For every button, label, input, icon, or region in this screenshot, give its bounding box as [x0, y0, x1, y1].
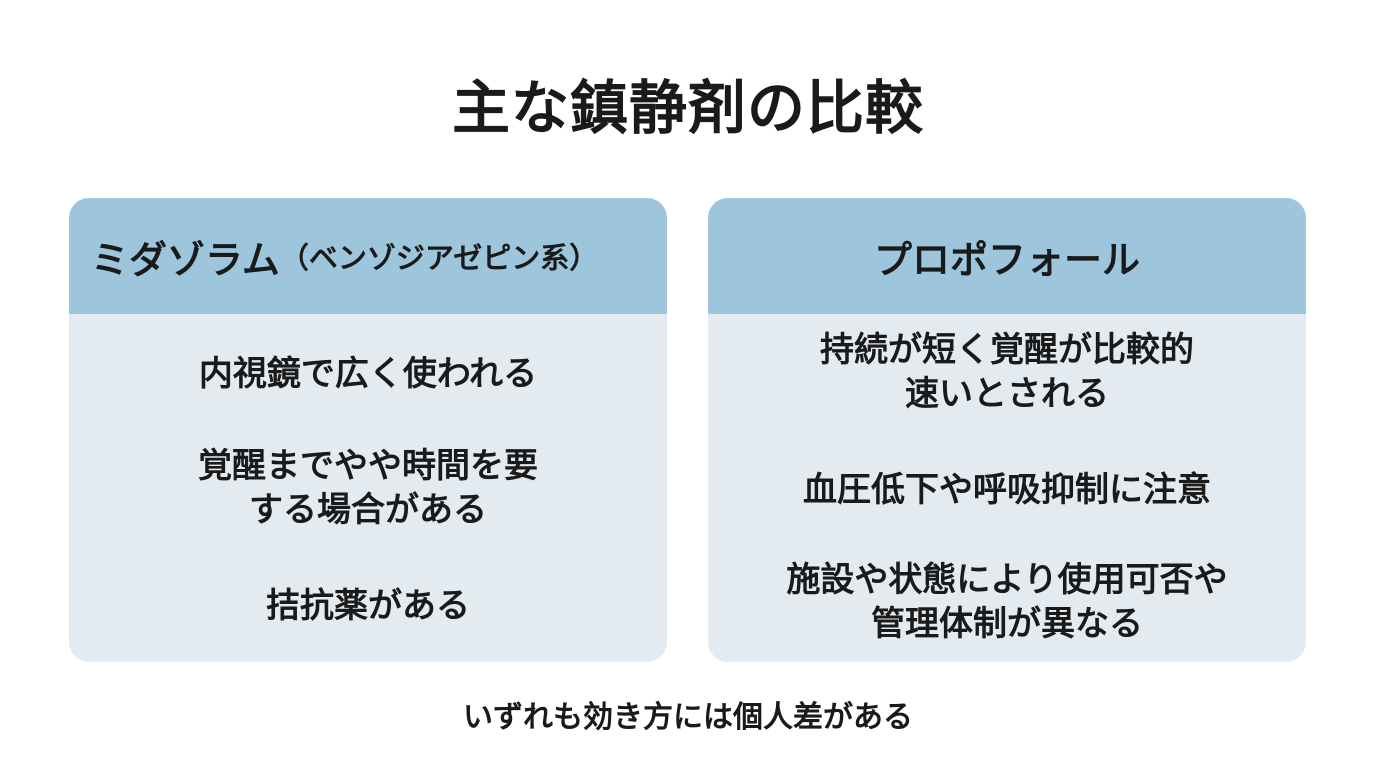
midazolam-card: ミダゾラム（ベンゾジアゼピン系） 内視鏡で広く使われる 覚醒までやや時間を要 す… — [69, 198, 667, 662]
midazolam-header-label: ミダゾラム — [91, 237, 280, 282]
page-title: 主な鎮静剤の比較 — [451, 74, 924, 142]
midazolam-card-body: 内視鏡で広く使われる 覚醒までやや時間を要 する場合がある 拮抗薬がある — [69, 314, 667, 662]
propofol-card: プロポフォール 持続が短く覚醒が比較的 速いとされる 血圧低下や呼吸抑制に注意 … — [708, 198, 1306, 662]
footer-note: いずれも効き方には個人差がある — [463, 700, 913, 735]
propofol-card-body: 持続が短く覚醒が比較的 速いとされる 血圧低下や呼吸抑制に注意 施設や状態により… — [708, 314, 1306, 662]
midazolam-item-2: 覚醒までやや時間を要 する場合がある — [198, 446, 538, 530]
propofol-card-header: プロポフォール — [708, 198, 1306, 314]
midazolam-item-1: 内視鏡で広く使われる — [198, 354, 538, 394]
propofol-item-2: 血圧低下や呼吸抑制に注意 — [803, 470, 1211, 510]
propofol-header-label: プロポフォール — [873, 237, 1140, 282]
midazolam-header-sublabel: （ベンゾジアゼピン系） — [279, 241, 599, 275]
propofol-item-3: 施設や状態により使用可否や 管理体制が異なる — [786, 560, 1228, 644]
propofol-item-1: 持続が短く覚醒が比較的 速いとされる — [820, 330, 1194, 414]
midazolam-item-3: 拮抗薬がある — [266, 586, 470, 626]
midazolam-card-header: ミダゾラム（ベンゾジアゼピン系） — [69, 198, 667, 314]
